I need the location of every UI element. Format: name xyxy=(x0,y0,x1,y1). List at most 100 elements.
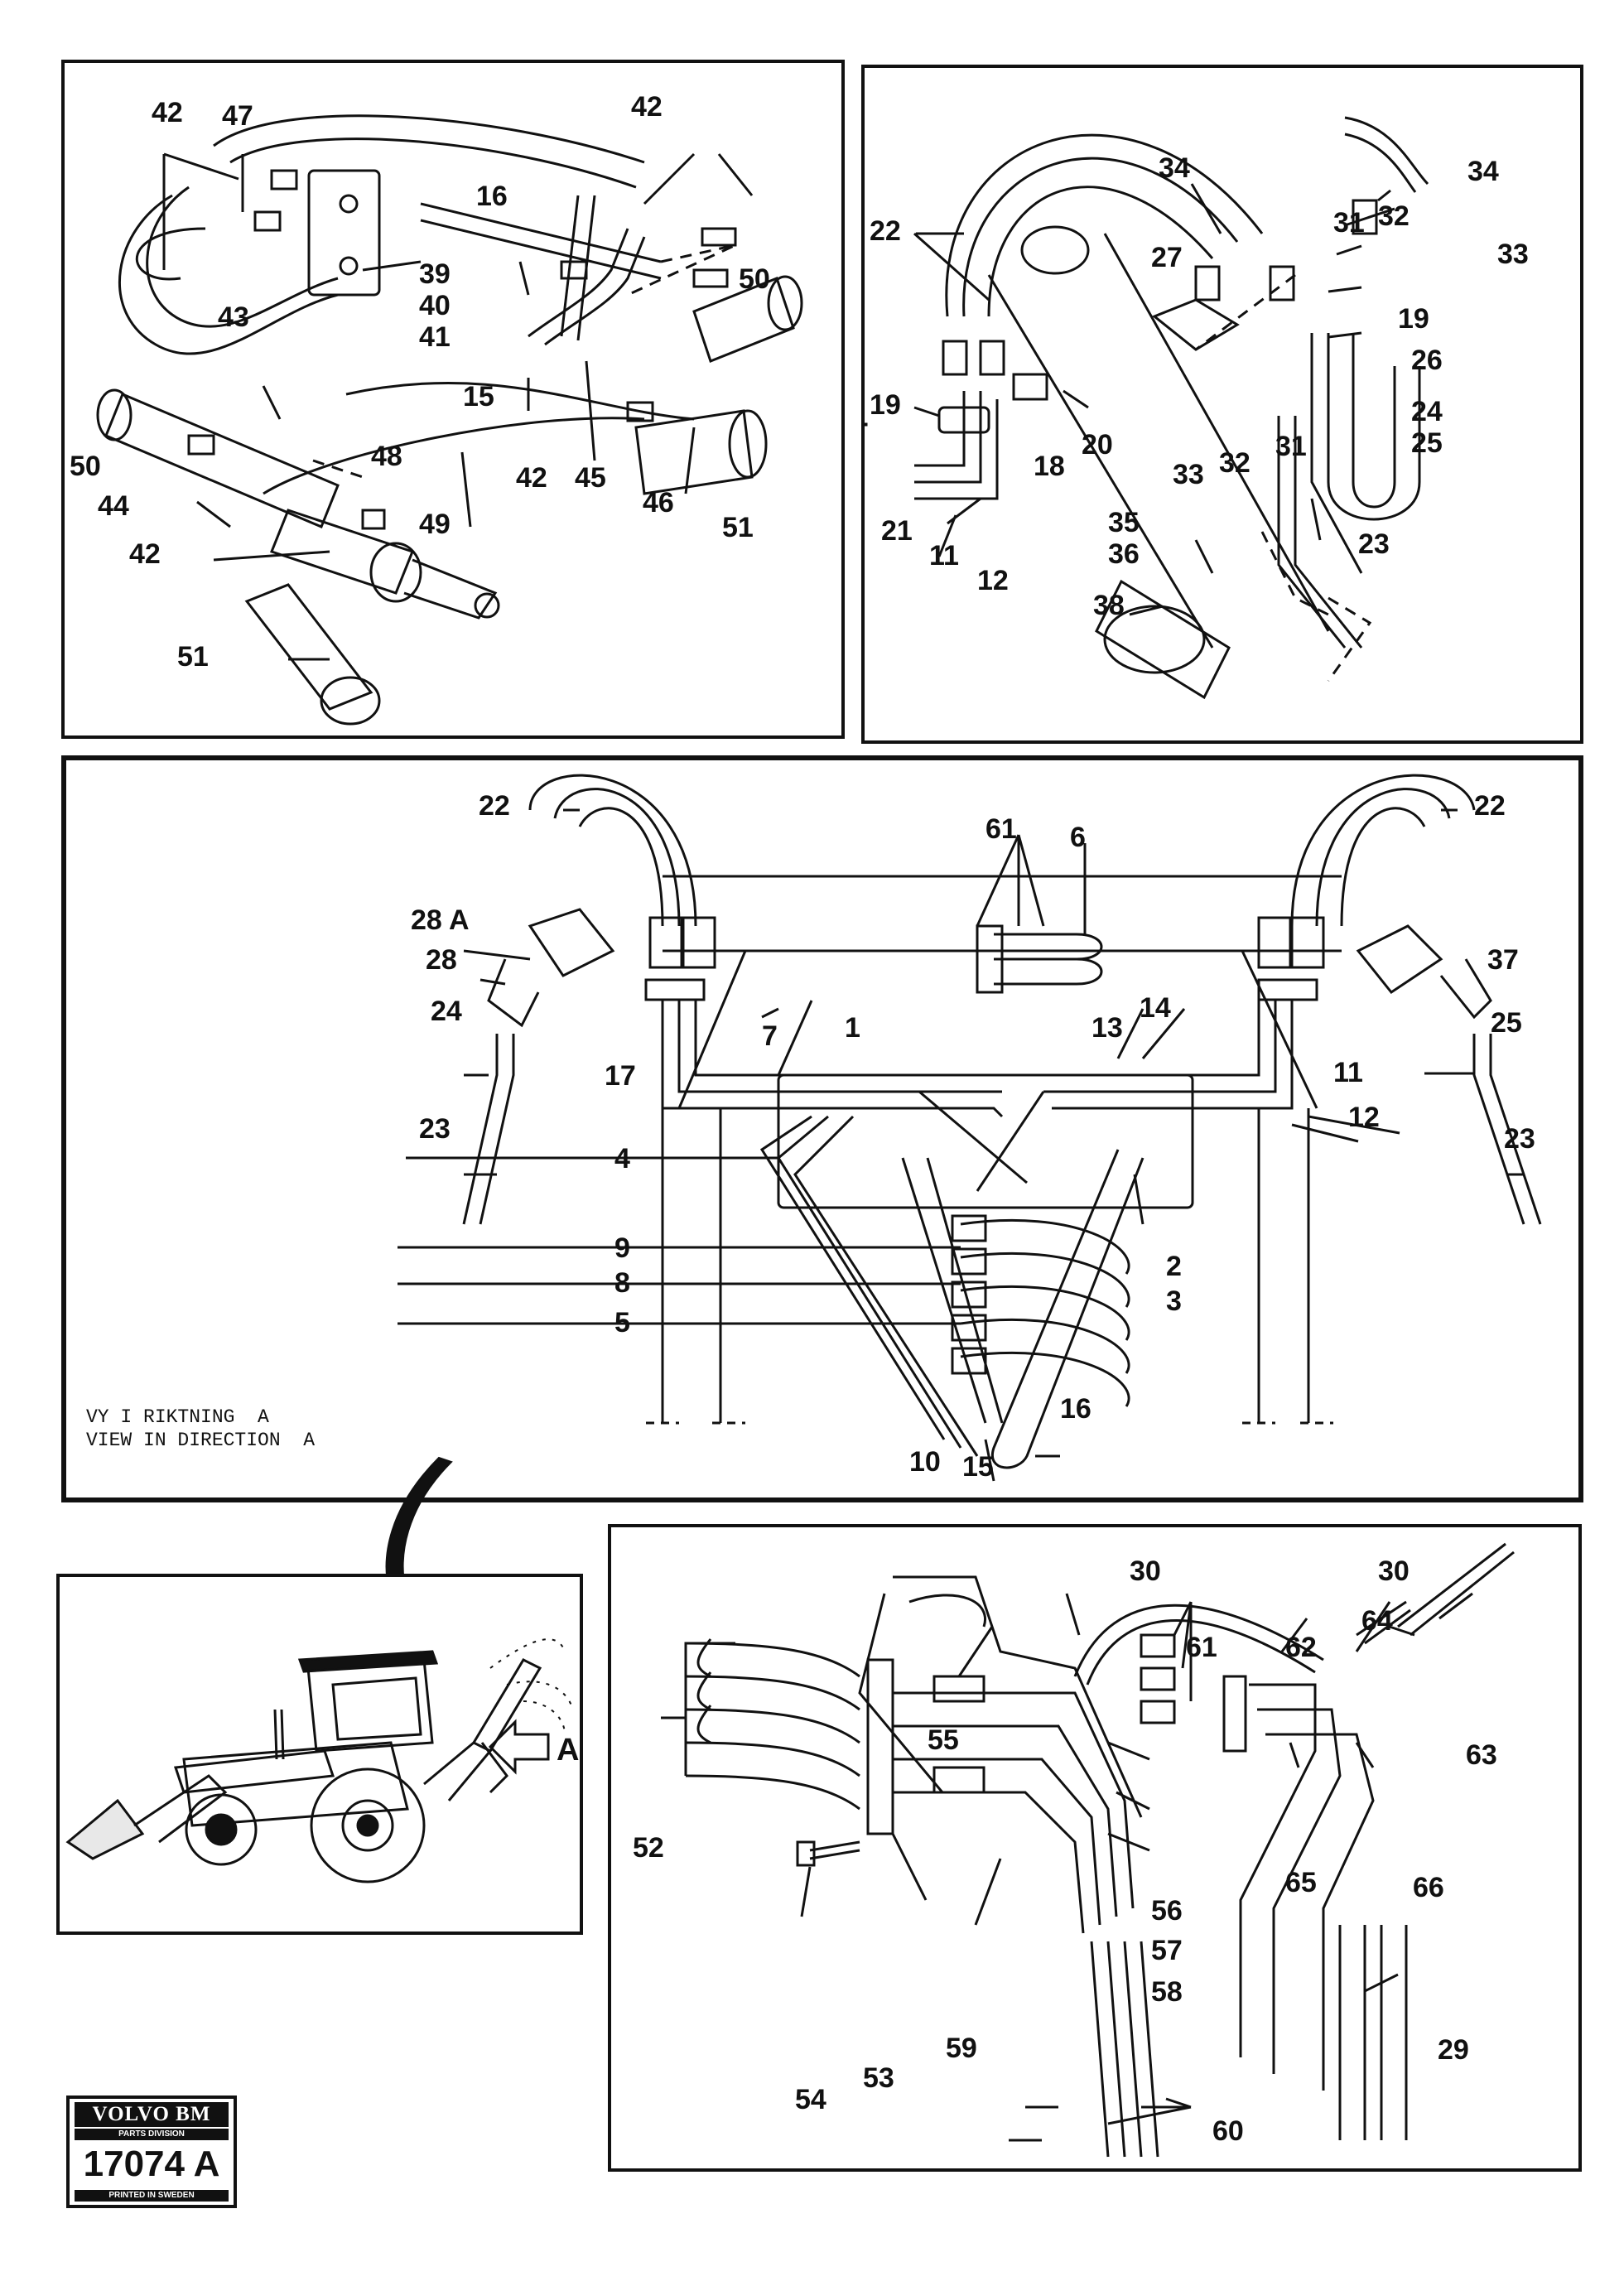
callout-label: 26 xyxy=(1411,345,1443,376)
callout-label: 11 xyxy=(1333,1057,1363,1088)
panel-cylinder-hoses: 42 47 42 16 39 40 50 41 43 15 48 42 45 4… xyxy=(61,60,845,739)
panel-backhoe-hoses: 30 30 61 62 64 55 63 52 56 65 66 57 58 5… xyxy=(608,1524,1582,2172)
callout-label: 44 xyxy=(98,490,129,522)
callout-label: 46 xyxy=(643,487,674,518)
callout-label: 13 xyxy=(1092,1012,1123,1044)
view-caption-swedish: VY I RIKTNING A xyxy=(86,1406,269,1428)
callout-label: 50 xyxy=(739,263,770,295)
callout-label: 63 xyxy=(1466,1739,1497,1771)
callout-label: 31 xyxy=(1275,431,1307,462)
callout-label: 61 xyxy=(1186,1632,1217,1663)
callout-label: 36 xyxy=(1108,538,1140,570)
callout-label: 40 xyxy=(419,290,451,321)
callout-label: 61 xyxy=(985,813,1017,845)
callout-label: 41 xyxy=(419,321,451,353)
callout-label: 23 xyxy=(419,1113,451,1145)
callout-label: 42 xyxy=(631,91,663,123)
callout-label: 37 xyxy=(1487,944,1519,976)
boom-hoses-drawing xyxy=(865,116,1429,700)
callout-label: 12 xyxy=(977,565,1009,596)
callout-label: 12 xyxy=(1348,1102,1380,1133)
callout-label: 49 xyxy=(419,509,451,540)
callout-label: 35 xyxy=(1108,507,1140,538)
callout-label: 30 xyxy=(1130,1555,1161,1587)
callout-label: 48 xyxy=(371,441,402,472)
callout-label: 24 xyxy=(1411,396,1443,427)
callout-label: 32 xyxy=(1378,200,1410,232)
callout-label: 14 xyxy=(1140,992,1171,1024)
callout-label: 39 xyxy=(419,258,451,290)
callout-label: 29 xyxy=(1438,2034,1469,2066)
callout-label: 5 xyxy=(614,1307,630,1338)
callout-label: 16 xyxy=(1060,1393,1092,1425)
callout-label: 59 xyxy=(946,2033,977,2064)
callout-label: 9 xyxy=(614,1232,630,1264)
callout-label: 66 xyxy=(1413,1872,1444,1903)
callout-label: 38 xyxy=(1093,590,1125,621)
volvo-bm-parts-logo: VOLVO BM PARTS DIVISION 17074 A PRINTED … xyxy=(66,2096,237,2208)
panel-boom-hoses: 22 34 34 31 32 33 27 19 26 24 25 19 18 2… xyxy=(861,65,1583,744)
callout-label: 51 xyxy=(177,641,209,673)
callout-label: 18 xyxy=(1034,451,1065,482)
callout-label: 8 xyxy=(614,1267,630,1299)
callout-label: 34 xyxy=(1159,152,1190,184)
callout-label: 45 xyxy=(575,462,606,494)
callout-label: 22 xyxy=(1474,790,1506,822)
logo-printed: PRINTED IN SWEDEN xyxy=(75,2190,229,2202)
callout-label: 3 xyxy=(1166,1285,1182,1317)
callout-label: 23 xyxy=(1358,528,1390,560)
callout-label: 25 xyxy=(1411,427,1443,459)
drawing-number: 17074 A xyxy=(83,2144,220,2184)
callout-label: 6 xyxy=(1070,822,1086,853)
callout-label: 64 xyxy=(1361,1605,1393,1637)
callout-label: 56 xyxy=(1151,1895,1183,1927)
callout-label: 33 xyxy=(1173,459,1204,490)
callout-label: 15 xyxy=(463,381,494,412)
callout-label: 27 xyxy=(1151,242,1183,273)
callout-label: 65 xyxy=(1285,1867,1317,1898)
callout-label: 30 xyxy=(1378,1555,1410,1587)
backhoe-hoses-drawing xyxy=(661,1542,1515,2158)
callout-label: 24 xyxy=(431,996,462,1027)
callout-label: 55 xyxy=(928,1724,959,1756)
callout-label: 58 xyxy=(1151,1976,1183,2008)
callout-label: 42 xyxy=(129,538,161,570)
panel-machine-overview: A xyxy=(56,1574,583,1935)
callout-label: 16 xyxy=(476,181,508,212)
cylinder-hoses-drawing xyxy=(96,114,803,726)
backhoe-loader-illustration xyxy=(65,1638,574,1883)
callout-label: 34 xyxy=(1467,156,1499,187)
callout-label: 19 xyxy=(870,389,901,421)
callout-label: 47 xyxy=(222,100,253,132)
callout-label: 22 xyxy=(479,790,510,822)
callout-label: 42 xyxy=(152,97,183,128)
callout-label: 25 xyxy=(1491,1007,1522,1039)
callout-label: 21 xyxy=(881,515,913,547)
callout-label: 10 xyxy=(909,1446,941,1478)
callout-label: 52 xyxy=(633,1832,664,1864)
callout-label: 57 xyxy=(1151,1935,1183,1966)
callout-label: 20 xyxy=(1082,429,1113,461)
callout-label: 42 xyxy=(516,462,547,494)
callout-label: 23 xyxy=(1504,1123,1535,1155)
logo-division: PARTS DIVISION xyxy=(75,2129,229,2140)
callout-label: 51 xyxy=(722,512,754,543)
view-caption-english: VIEW IN DIRECTION A xyxy=(86,1430,316,1451)
callout-label: 62 xyxy=(1285,1632,1317,1663)
callout-label: 4 xyxy=(614,1143,630,1174)
callout-label: 50 xyxy=(70,451,101,482)
view-a-drawing xyxy=(398,774,1542,1482)
callout-label: 53 xyxy=(863,2062,894,2094)
callout-label: 19 xyxy=(1398,303,1429,335)
callout-label: 33 xyxy=(1497,239,1529,270)
callout-label: 15 xyxy=(962,1451,994,1483)
callout-label: 43 xyxy=(218,301,249,333)
callout-label: 7 xyxy=(762,1020,778,1052)
view-arrow-label: A xyxy=(557,1733,580,1768)
callout-label: 22 xyxy=(870,215,901,247)
callout-label: 28 xyxy=(426,944,457,976)
callout-label: 17 xyxy=(605,1060,636,1092)
callout-label: 54 xyxy=(795,2084,826,2115)
panel-view-direction-a: 22 61 6 22 28 A 28 37 24 7 1 13 14 25 17… xyxy=(61,755,1583,1502)
callout-label: 11 xyxy=(929,540,959,572)
